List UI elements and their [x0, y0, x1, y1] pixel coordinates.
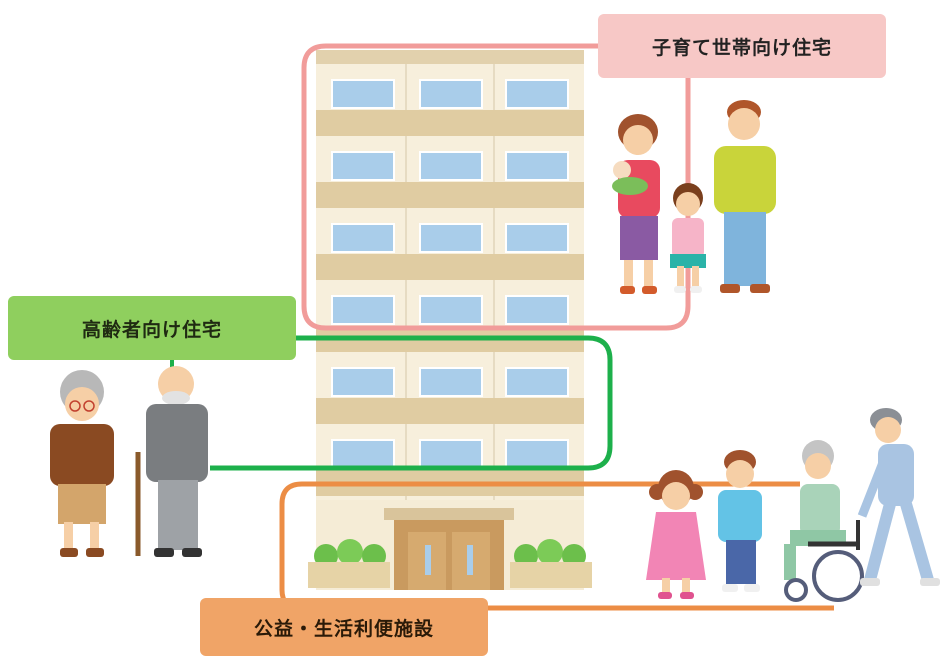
windows	[331, 79, 569, 469]
public-facilities-label: 公益・生活利便施設	[200, 598, 488, 656]
girl-pink-dress	[646, 470, 706, 599]
mother-with-baby	[612, 114, 660, 294]
girl-child	[670, 183, 706, 293]
wheelchair-icon	[784, 520, 864, 602]
elderly-woman	[50, 370, 114, 557]
planter-right	[510, 539, 592, 588]
elderly-woman-wheelchair	[784, 440, 846, 580]
apartment-building	[308, 50, 592, 590]
family-housing-label: 子育て世帯向け住宅	[598, 14, 886, 78]
planter-left	[308, 539, 390, 588]
elderly-man	[135, 366, 208, 557]
family-housing-outline	[301, 43, 691, 331]
father	[714, 100, 776, 293]
caregiver	[857, 408, 940, 586]
boy-blue-shirt	[718, 450, 762, 592]
senior-housing-outline	[210, 335, 613, 471]
senior-housing-label: 高齢者向け住宅	[8, 296, 296, 360]
